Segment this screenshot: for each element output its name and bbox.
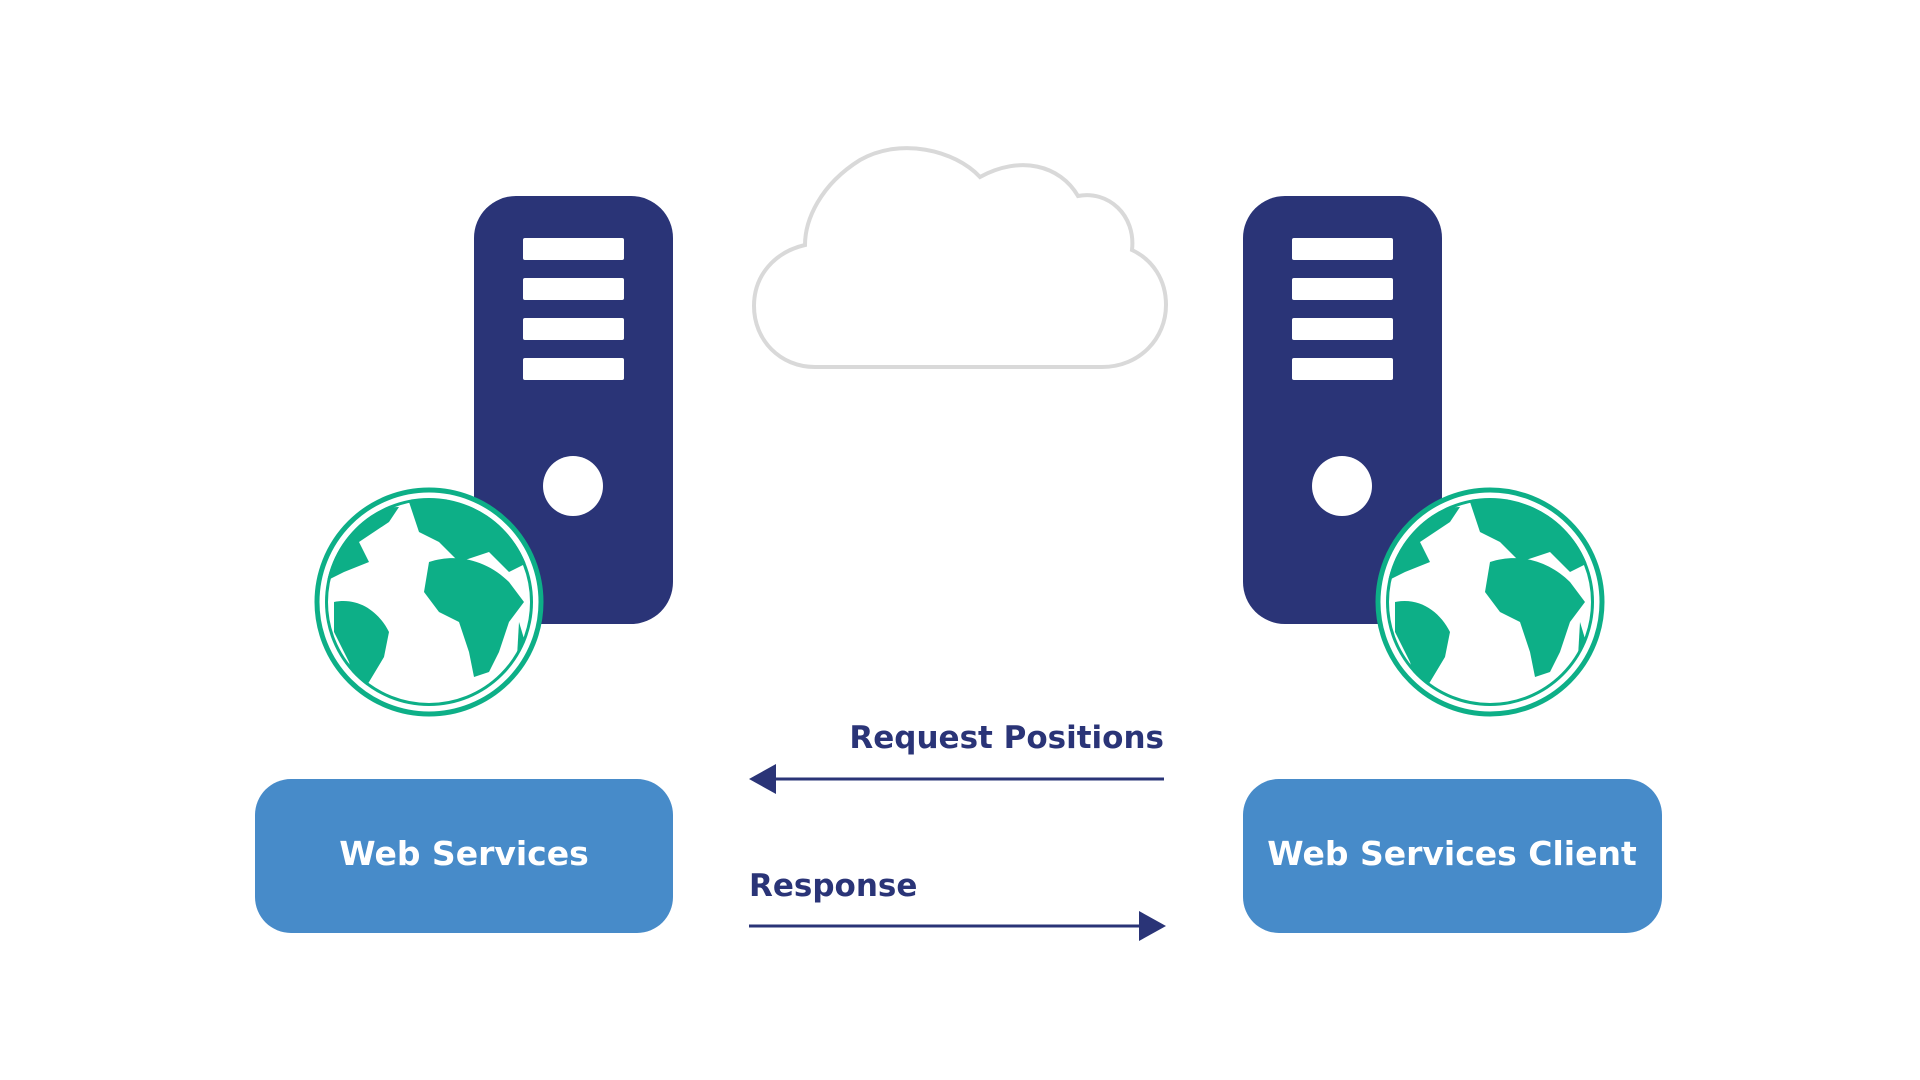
web-services-box: Web Services: [255, 779, 673, 933]
web-services-client-label: Web Services Client: [1267, 834, 1637, 873]
request-label: Request Positions: [849, 720, 1164, 756]
response-label: Response: [749, 868, 917, 904]
cloud-icon: [751, 146, 1169, 369]
arrow-left-icon: [749, 764, 1164, 794]
web-services-client-box: Web Services Client: [1243, 779, 1662, 933]
arrow-right-icon: [749, 911, 1166, 941]
server-icon: [1243, 196, 1442, 624]
server-icon: [474, 196, 673, 624]
web-services-label: Web Services: [339, 834, 589, 873]
globe-icon: [1378, 490, 1602, 714]
globe-icon: [317, 490, 541, 714]
